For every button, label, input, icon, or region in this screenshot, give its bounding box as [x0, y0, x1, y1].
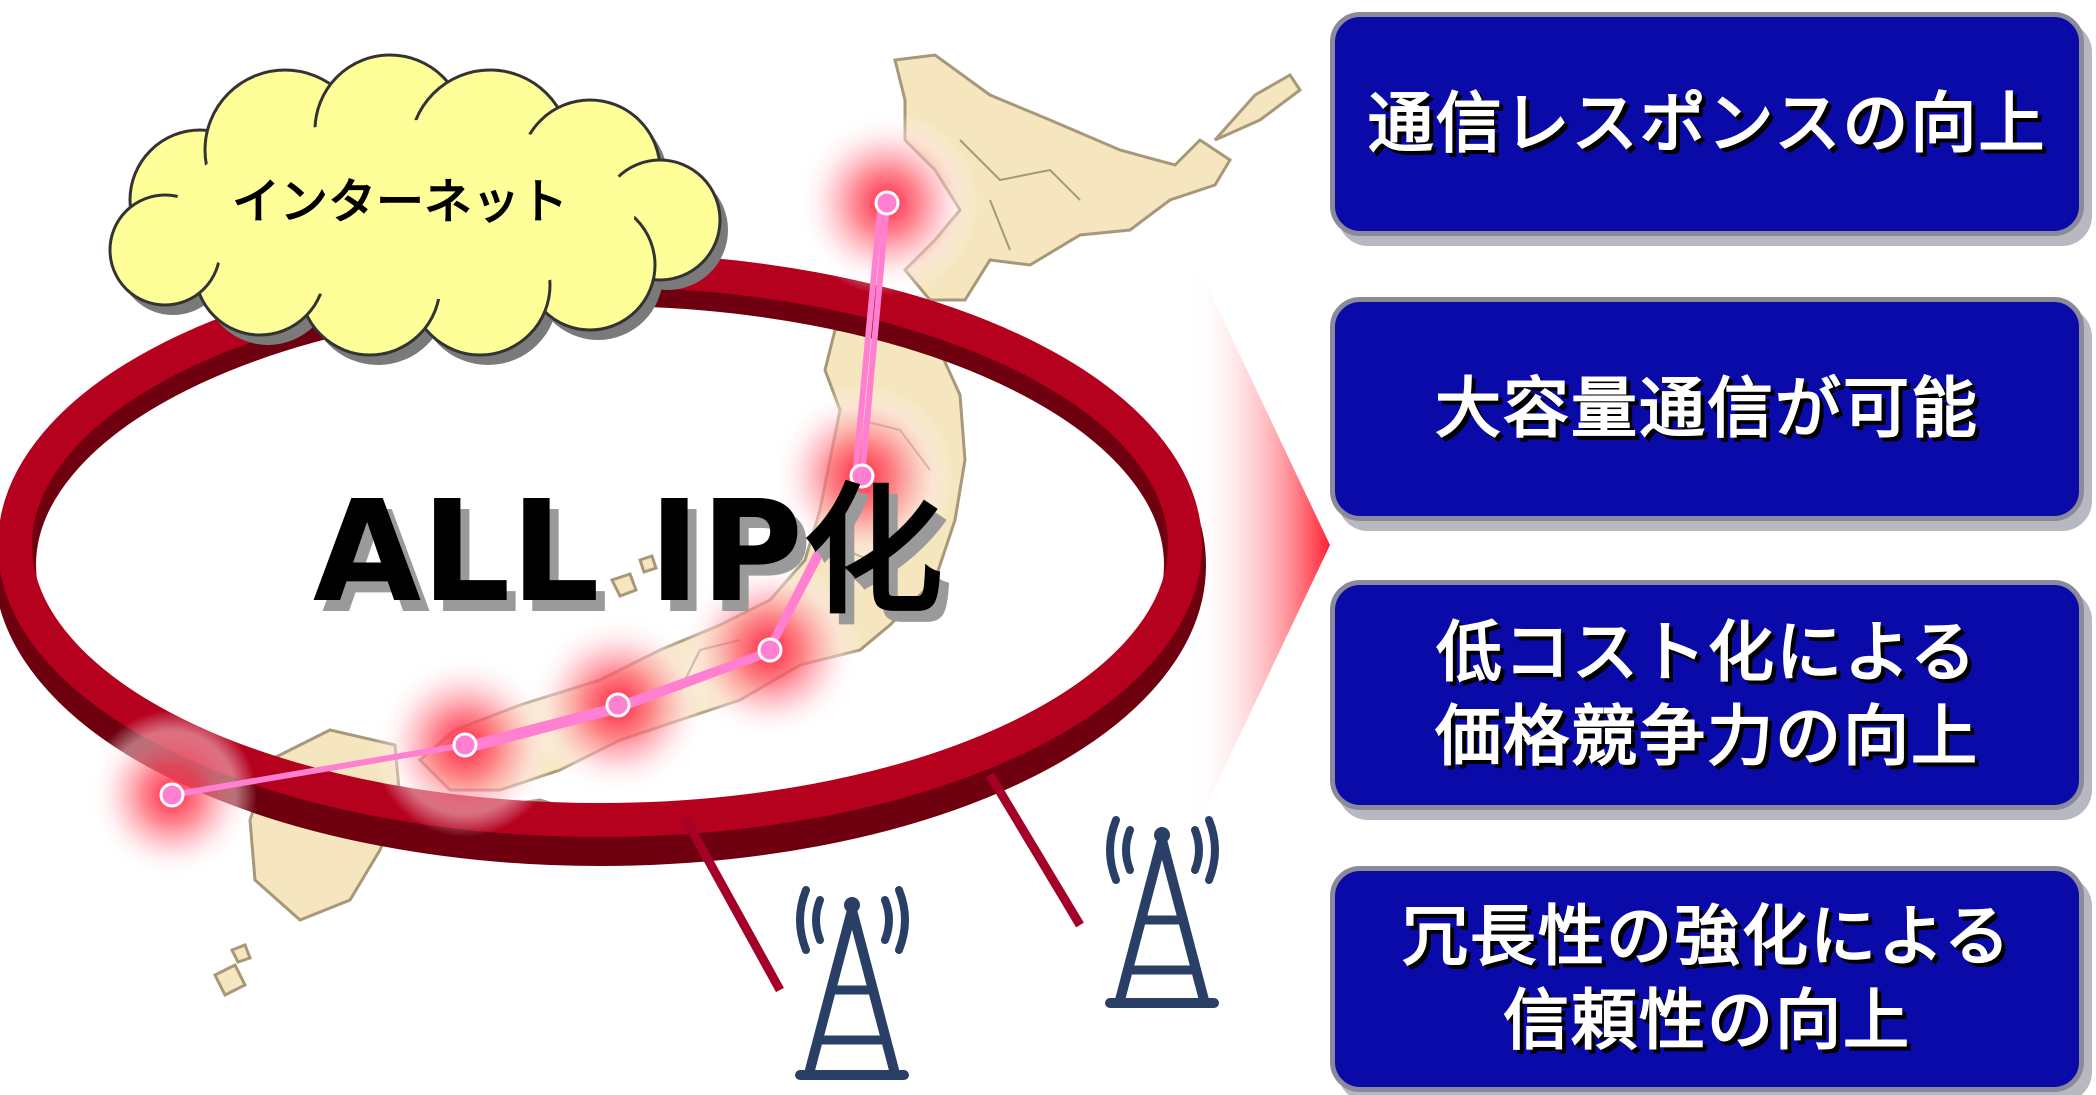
node-dot [452, 732, 478, 758]
node-dot [757, 637, 783, 663]
tower-link-line [681, 815, 784, 993]
antenna-tower-icon [1105, 816, 1219, 1008]
benefit-box-redundancy: 冗長性の強化による 信頼性の向上 [1330, 866, 2084, 1092]
benefit-box-capacity: 大容量通信が可能 [1330, 297, 2084, 521]
cloud-icon [108, 53, 728, 365]
ring-label: ALL IP化 [313, 471, 943, 634]
benefit-line: 通信レスポンスの向上 [1367, 85, 2047, 162]
node-dot [159, 782, 185, 808]
node-dot [605, 692, 631, 718]
node-dot [874, 190, 900, 216]
node-dots [159, 190, 900, 808]
benefit-box-response: 通信レスポンスの向上 [1330, 12, 2084, 236]
cloud-label: インターネット [232, 174, 568, 230]
arrow-right-icon [1190, 250, 1330, 840]
benefit-box-cost: 低コスト化による 価格競争力の向上 [1330, 580, 2084, 810]
benefit-line: 信頼性の向上 [1503, 982, 1911, 1059]
benefit-line: 価格競争力の向上 [1435, 698, 1979, 775]
tower-link-line [986, 772, 1084, 928]
benefit-line: 冗長性の強化による [1401, 898, 2013, 975]
benefit-line: 低コスト化による [1435, 614, 1979, 691]
antenna-tower-icon [795, 886, 909, 1080]
node-dot [849, 463, 875, 489]
benefit-line: 大容量通信が可能 [1435, 370, 1979, 447]
ring-label-shadow: ALL IP化 [322, 482, 952, 645]
